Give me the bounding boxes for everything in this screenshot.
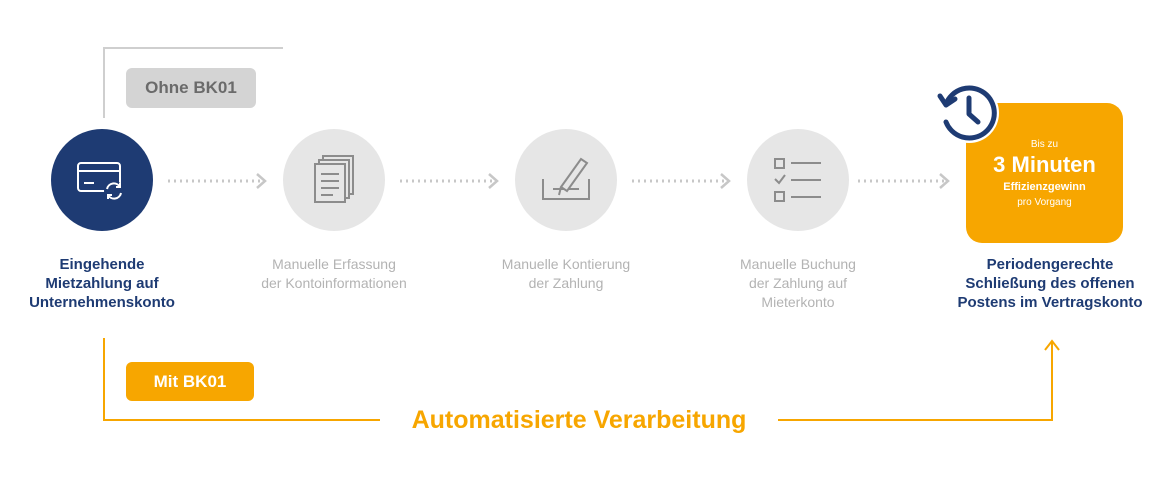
checklist-icon	[774, 158, 821, 202]
step-incoming-payment-label: Eingehende Mietzahlung auf Unternehmensk…	[29, 256, 175, 311]
automated-processing-label: Automatisierte Verarbeitung	[380, 400, 778, 440]
step-manual-capture-label: Manuelle Erfassung der Kontoinformatione…	[261, 256, 407, 291]
pen-signature-icon	[542, 157, 590, 200]
dotted-arrow-3	[632, 173, 731, 189]
dotted-arrow-2	[400, 173, 499, 189]
without-bk01-badge: Ohne BK01	[126, 68, 256, 108]
automated-arrow-head	[1044, 339, 1060, 351]
efficiency-prefix: Bis zu	[1030, 139, 1059, 150]
step-manual-booking-circle	[747, 129, 849, 231]
dotted-arrow-4	[858, 173, 950, 189]
result-label: Periodengerechte Schließung des offenen …	[957, 256, 1143, 311]
clock-history-icon	[937, 83, 999, 143]
efficiency-subtitle: Effizienzgewinn	[1003, 181, 1086, 193]
step-manual-booking-label: Manuelle Buchung der Zahlung auf Mieterk…	[740, 256, 856, 310]
with-bk01-badge: Mit BK01	[126, 362, 254, 401]
efficiency-value: 3 Minuten	[993, 152, 1096, 177]
step-manual-capture-circle	[283, 129, 385, 231]
step-manual-allocation-label: Manuelle Kontierung der Zahlung	[501, 256, 631, 291]
step-incoming-payment-circle	[51, 129, 153, 231]
dotted-arrow-1	[168, 173, 267, 189]
efficiency-suffix: pro Vorgang	[1017, 197, 1072, 208]
credit-card-sync-icon	[77, 162, 124, 201]
step-manual-allocation-circle	[515, 129, 617, 231]
documents-icon	[314, 155, 354, 203]
